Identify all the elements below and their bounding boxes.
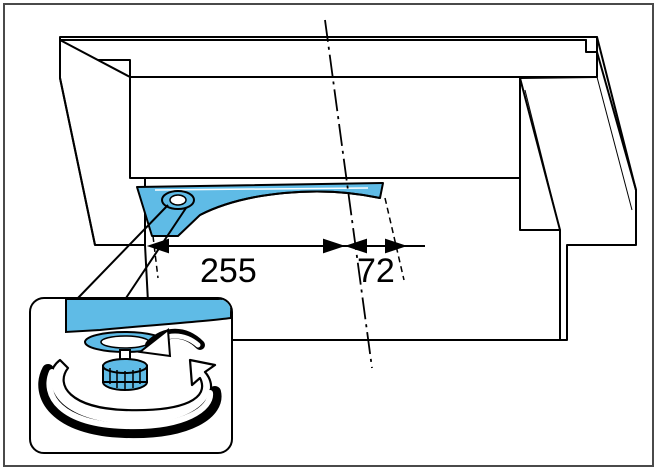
cabinet-top <box>59 36 598 78</box>
dimension-left-label: 255 <box>200 252 257 290</box>
center-axis <box>324 19 373 369</box>
callout-leader <box>77 204 187 299</box>
diagram-frame <box>3 3 654 467</box>
extension-line-right <box>384 197 405 281</box>
adjusting-foot-icon <box>102 349 148 391</box>
detail-callout <box>29 297 233 454</box>
cabinet-right-panel <box>519 36 637 341</box>
extension-line-left <box>152 235 159 279</box>
dimension-right-label: 72 <box>357 252 395 290</box>
mounting-bracket <box>136 182 384 237</box>
dimension-line <box>146 238 425 254</box>
